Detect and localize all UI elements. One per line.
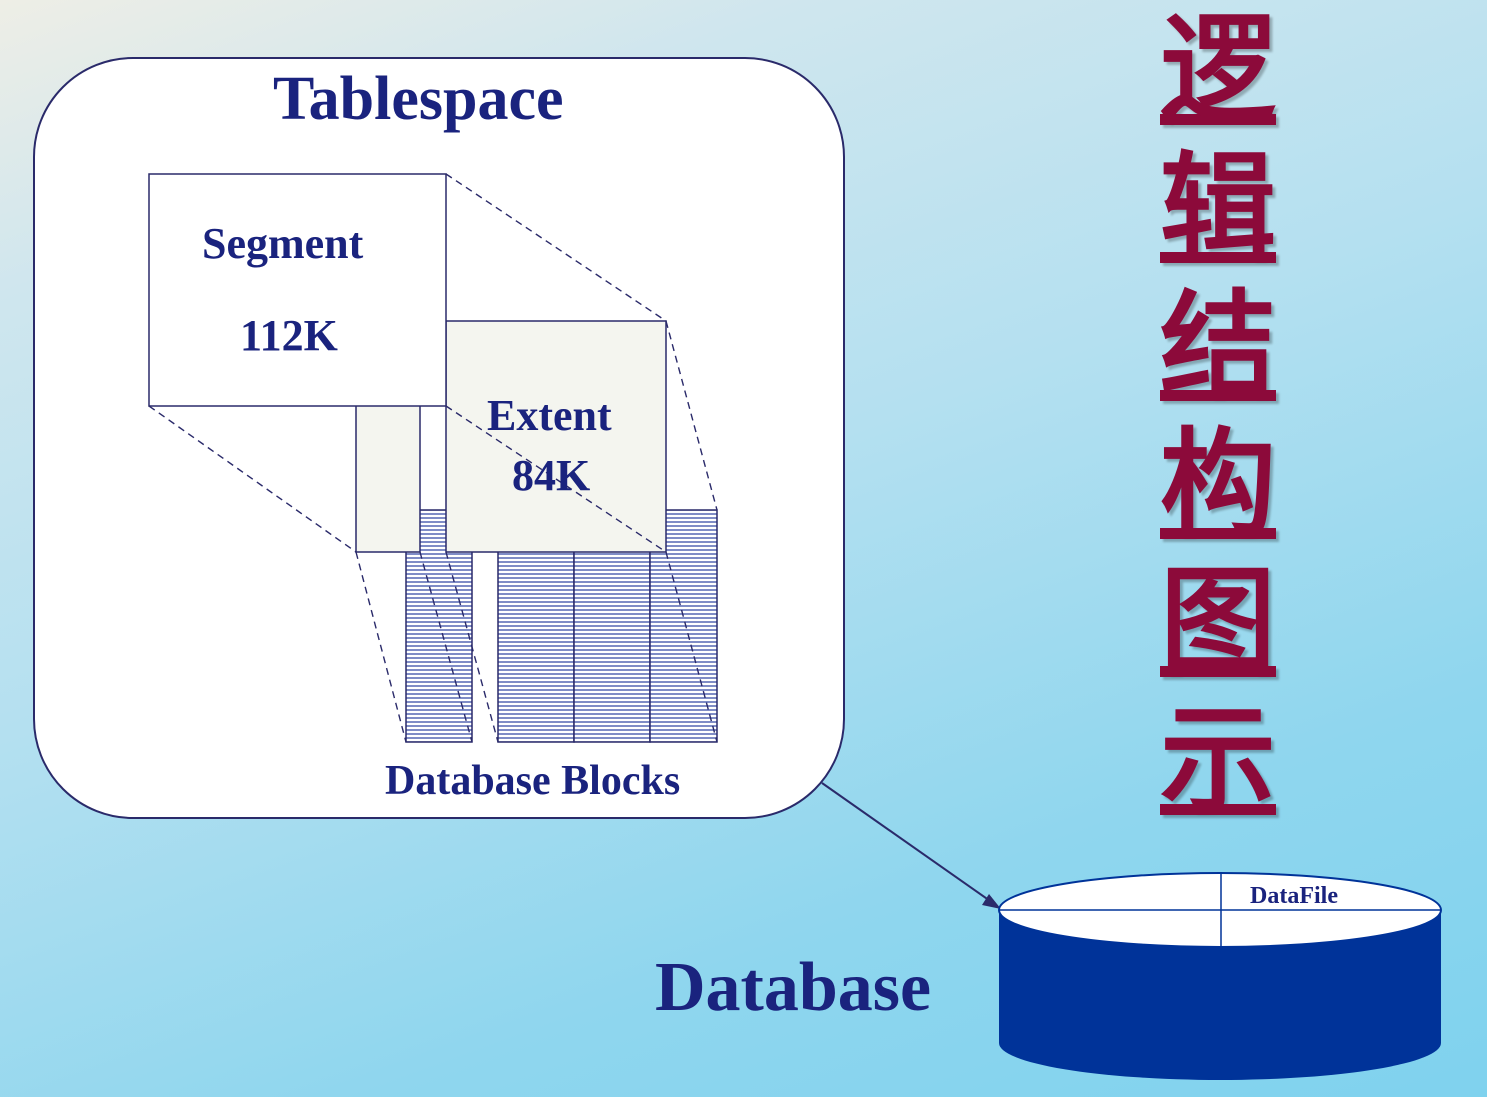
extent-title: Extent bbox=[487, 391, 612, 440]
database-blocks-title: Database Blocks bbox=[385, 758, 681, 804]
tablespace-title: Tablespace bbox=[273, 65, 564, 133]
database-title: Database bbox=[655, 949, 932, 1026]
segment-box bbox=[148, 173, 447, 407]
side-title-char: 图 bbox=[1160, 555, 1276, 690]
side-title-char: 结 bbox=[1160, 279, 1276, 414]
small-extent-box bbox=[355, 404, 421, 553]
segment-size: 112K bbox=[240, 311, 338, 360]
extent-box bbox=[445, 320, 667, 553]
side-title-char: 示 bbox=[1160, 693, 1276, 828]
extent-size: 84K bbox=[512, 451, 591, 500]
side-title-char: 构 bbox=[1160, 417, 1276, 552]
datafile-label: DataFile bbox=[1250, 883, 1338, 909]
segment-title: Segment bbox=[202, 219, 364, 268]
side-title: 逻 辑 结 构 图 示 bbox=[1158, 2, 1278, 830]
arrow-head bbox=[982, 894, 1001, 909]
arrow-line bbox=[821, 782, 994, 904]
side-title-char: 辑 bbox=[1160, 141, 1276, 276]
side-title-char: 逻 bbox=[1160, 3, 1276, 138]
projection-lines bbox=[148, 173, 718, 743]
